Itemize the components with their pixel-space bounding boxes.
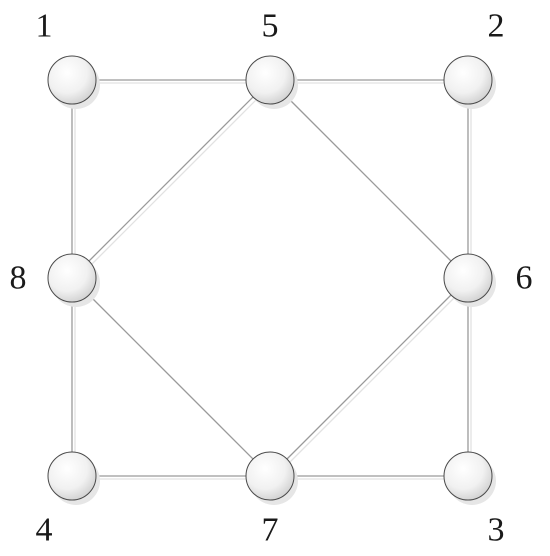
edge-line — [269, 79, 469, 279]
node-label-3: 3 — [488, 512, 505, 549]
edge-shadow — [272, 280, 472, 480]
node-circle — [245, 451, 295, 501]
node-circle — [47, 451, 97, 501]
edge-5-6 — [269, 79, 472, 282]
node-circle — [443, 55, 493, 105]
node-label-5: 5 — [262, 8, 279, 45]
node-label-2: 2 — [488, 8, 505, 45]
node-8 — [47, 253, 100, 307]
edge-line — [71, 79, 271, 279]
node-label-7: 7 — [262, 512, 279, 549]
edge-2-6 — [467, 80, 472, 281]
labels-layer: 1 5 2 8 6 4 7 3 — [10, 8, 533, 549]
node-label-8: 8 — [10, 260, 27, 297]
edge-line — [71, 277, 271, 477]
node-3 — [443, 451, 496, 505]
node-2 — [443, 55, 496, 109]
node-circle — [47, 55, 97, 105]
nodes-layer — [47, 55, 496, 505]
edge-6-3 — [467, 278, 472, 479]
edge-8-4 — [71, 278, 76, 479]
edge-line — [269, 277, 469, 477]
edge-8-7 — [71, 277, 274, 480]
node-1 — [47, 55, 100, 109]
node-label-4: 4 — [36, 512, 53, 549]
node-circle — [443, 253, 493, 303]
edge-1-5 — [72, 79, 273, 84]
edge-1-8 — [71, 80, 76, 281]
node-circle — [443, 451, 493, 501]
node-circle — [47, 253, 97, 303]
edge-6-7 — [269, 277, 472, 480]
edge-7-3 — [270, 475, 471, 480]
node-4 — [47, 451, 100, 505]
node-label-1: 1 — [36, 8, 53, 45]
edges-layer — [71, 79, 472, 480]
edge-5-8 — [71, 79, 274, 282]
node-circle — [245, 55, 295, 105]
node-7 — [245, 451, 298, 505]
node-6 — [443, 253, 496, 307]
node-label-6: 6 — [516, 260, 533, 297]
edge-5-2 — [270, 79, 471, 84]
edge-shadow — [74, 82, 274, 282]
edge-4-7 — [72, 475, 273, 480]
node-5 — [245, 55, 298, 109]
